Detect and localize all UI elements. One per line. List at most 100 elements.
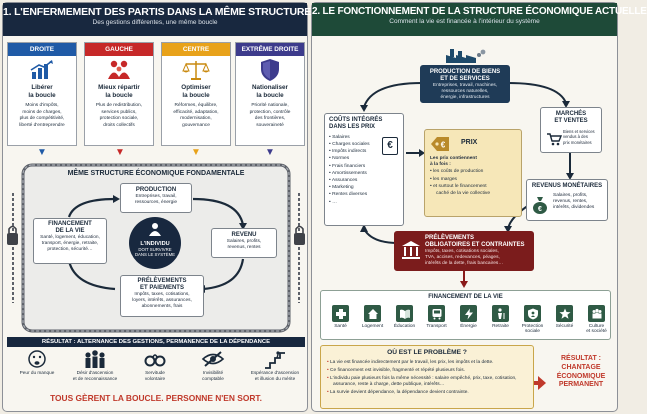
financement-item: Sécurité bbox=[549, 305, 580, 329]
production-biens-box: PRODUCTION DE BIENS ET DE SERVICES Entre… bbox=[420, 65, 510, 103]
revenus-title: REVENUS MONÉTAIRES bbox=[531, 183, 603, 189]
couts-item: • Assurances bbox=[329, 178, 358, 183]
marches-text: Biens et services vendus à des prix moné… bbox=[563, 129, 595, 145]
probleme-list: • La vie est financée indirectement par … bbox=[327, 360, 527, 397]
prix-line: • les marges bbox=[430, 176, 457, 182]
financement-vie-box: FINANCEMENT DE LA VIE Santé Logement Édu… bbox=[320, 290, 611, 340]
probleme-title: OÙ EST LE PROBLÈME ? bbox=[387, 349, 467, 356]
couts-item-text: Amortissements bbox=[331, 170, 367, 176]
marches-title: MARCHÉS ET VENTES bbox=[554, 111, 588, 124]
party-text: Moins d'impôts, moins de charges, plus d… bbox=[19, 103, 65, 128]
svg-text:€: € bbox=[441, 141, 446, 150]
party-droite: DROITE Libérer la boucle Moins d'impôts,… bbox=[7, 42, 77, 146]
book-icon bbox=[396, 305, 413, 322]
prelevements-obligatoires-text: Impôts, taxes, cotisations sociales, TVA… bbox=[425, 248, 504, 267]
left-subtitle: Des gestions différentes, une même boucl… bbox=[92, 19, 218, 26]
individu-text: DOIT SURVIVRE DANS LE SYSTÈME bbox=[134, 247, 176, 258]
prix-line-text: les coûts de production bbox=[433, 169, 484, 175]
money-bag-icon: € bbox=[532, 196, 548, 219]
financement-item: Retraite bbox=[485, 305, 516, 329]
prix-lead: Les prix contiennent à la fois : bbox=[430, 156, 477, 168]
production-title: PRODUCTION bbox=[135, 187, 177, 193]
financement-item: Éducation bbox=[389, 305, 420, 329]
production-biens-title: PRODUCTION DE BIENS ET DE SERVICES bbox=[429, 69, 501, 82]
fearful-face-icon bbox=[9, 348, 65, 370]
financement-text: Santé, logement, éducation, transport, é… bbox=[40, 234, 100, 253]
result-label: Désir d'ascension et de reconnaissance bbox=[72, 370, 118, 381]
financement-vie-title: FINANCEMENT DE LA VIE bbox=[428, 294, 503, 300]
financement-item: Santé bbox=[325, 305, 356, 329]
party-text: Réformes, équilibre, efficacité, adaptat… bbox=[173, 103, 219, 128]
factory-icon bbox=[444, 49, 488, 63]
group-icon bbox=[588, 305, 605, 322]
probleme-item: • La vie est financée indirectement par … bbox=[327, 359, 494, 365]
couts-item-text: Impôts indirects bbox=[332, 149, 367, 155]
right-panel: 2. LE FONCTIONNEMENT DE LA STRUCTURE ÉCO… bbox=[311, 2, 647, 412]
right-result: RÉSULTAT : CHANTAGE ÉCONOMIQUE PERMANENT bbox=[556, 355, 606, 389]
couts-item: • Charges sociales bbox=[329, 141, 370, 147]
party-title: Libérer la boucle bbox=[28, 84, 56, 99]
party-title: Optimiser la boucle bbox=[181, 84, 211, 99]
couts-item: • Salaires bbox=[329, 134, 350, 140]
flow-arrows-decoration bbox=[360, 82, 574, 390]
probleme-item-text: L'individu paie plusieurs fois la même n… bbox=[330, 375, 517, 387]
result-label: Servitude volontaire bbox=[144, 370, 166, 381]
elderly-person-icon bbox=[492, 305, 509, 322]
lightning-icon bbox=[460, 305, 477, 322]
prix-line-text: et surtout le financement caché de la vi… bbox=[433, 184, 491, 196]
couts-title: COÛTS INTÉGRÉS DANS LES PRIX bbox=[329, 117, 383, 130]
stairs-icon bbox=[243, 348, 307, 370]
prelevements-text: Impôts, taxes, cotisations, loyers, inté… bbox=[132, 291, 192, 310]
result-label: Invisibilité comptable bbox=[202, 370, 224, 381]
financement-label: Protection sociale bbox=[521, 324, 544, 334]
result-item: Peur du manque bbox=[9, 348, 65, 376]
probleme-item: • Ce financement est invisible, fragment… bbox=[327, 367, 465, 373]
probleme-item: • L'individu paie plusieurs fois la même… bbox=[327, 375, 517, 387]
person-icon bbox=[149, 223, 161, 236]
probleme-item-text: La vie est financée indirectement par le… bbox=[330, 359, 494, 365]
structure-title: MÊME STRUCTURE ÉCONOMIQUE FONDAMENTALE bbox=[67, 170, 245, 177]
prix-line: • et surtout le financement caché de la … bbox=[430, 184, 491, 196]
prelevements-obligatoires-box: PRÉLÈVEMENTS OBLIGATOIRES ET CONTRAINTES… bbox=[394, 231, 534, 271]
result-item: Servitude volontaire bbox=[127, 348, 183, 382]
probleme-item-text: Ce financement est invisible, fragmenté … bbox=[330, 367, 465, 373]
revenus-box: REVENUS MONÉTAIRES € Salaires, profits, … bbox=[526, 179, 608, 221]
right-subtitle: Comment la vie est financée à l'intérieu… bbox=[389, 18, 540, 25]
balance-scale-icon bbox=[162, 56, 230, 84]
police-badge-icon bbox=[556, 305, 573, 322]
arrow-down-icon: ▼ bbox=[115, 147, 125, 158]
institution-icon bbox=[401, 240, 421, 265]
prelevements-obligatoires-title: PRÉLÈVEMENTS OBLIGATOIRES ET CONTRAINTES bbox=[425, 235, 525, 248]
arrow-down-icon: ▼ bbox=[191, 147, 201, 158]
result-item: Espérance d'ascension et illusion du mér… bbox=[243, 348, 307, 382]
individu-title: L'INDIVIDU bbox=[140, 241, 170, 247]
party-text: Plus de redistribution, services publics… bbox=[95, 103, 143, 128]
financement-label: Éducation bbox=[393, 324, 416, 329]
party-title: Mieux répartir la boucle bbox=[98, 84, 140, 99]
party-name: DROITE bbox=[8, 43, 76, 56]
prix-line: • les coûts de production bbox=[430, 169, 484, 175]
financement-item: Culture et société bbox=[581, 305, 612, 334]
couts-item-text: Charges sociales bbox=[332, 141, 370, 147]
financement-label: Culture et société bbox=[586, 324, 607, 334]
couts-item: • Frais financiers bbox=[329, 163, 366, 169]
left-title: 1. L'ENFERMEMENT DES PARTIS DANS LA MÊME… bbox=[3, 6, 312, 18]
party-centre: CENTRE Optimiser la boucle Réformes, équ… bbox=[161, 42, 231, 146]
prix-box: € PRIX Les prix contiennent à la fois : … bbox=[424, 129, 522, 217]
result-label: Espérance d'ascension et illusion du mér… bbox=[250, 370, 300, 381]
financement-box: FINANCEMENT DE LA VIE Santé, logement, é… bbox=[33, 218, 107, 264]
financement-label: Sécurité bbox=[555, 324, 574, 329]
production-box: PRODUCTION Entreprises, travail, ressour… bbox=[120, 183, 192, 213]
financement-item: Protection sociale bbox=[517, 305, 548, 334]
couts-item: • Amortissements bbox=[329, 170, 367, 176]
financement-item: Énergie bbox=[453, 305, 484, 329]
svg-text:€: € bbox=[538, 206, 542, 213]
house-icon bbox=[364, 305, 381, 322]
result-item: Désir d'ascension et de reconnaissance bbox=[67, 348, 123, 382]
production-biens-text: Entreprises, travail, machines, ressourc… bbox=[432, 82, 498, 101]
party-title: Nationaliser la boucle bbox=[251, 84, 289, 99]
euro-document-icon: € bbox=[382, 137, 398, 155]
right-title: 2. LE FONCTIONNEMENT DE LA STRUCTURE ÉCO… bbox=[312, 6, 647, 17]
family-shield-icon bbox=[524, 305, 541, 322]
revenus-text: Salaires, profits, revenus, rentes, inté… bbox=[553, 193, 595, 211]
